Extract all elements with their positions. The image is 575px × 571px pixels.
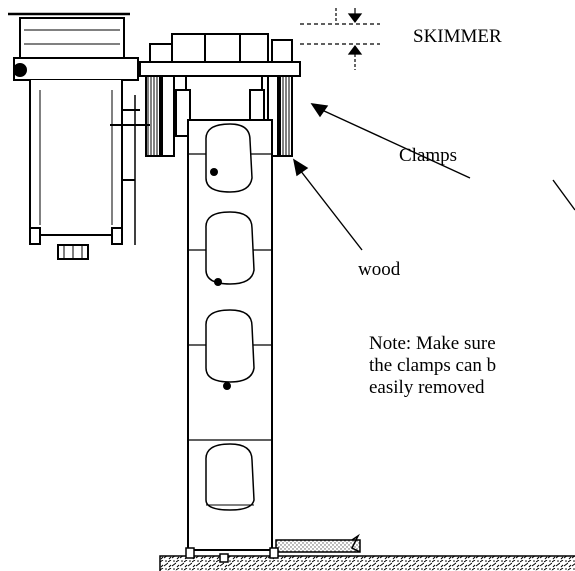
skimmer-body bbox=[8, 12, 150, 260]
clamps-label: Clamps bbox=[399, 145, 458, 166]
pointer-arrows bbox=[292, 103, 575, 251]
pivot-dots bbox=[210, 168, 231, 390]
block-openings bbox=[205, 123, 255, 511]
note-line-1: Note: Make sure bbox=[369, 333, 496, 354]
wood-label: wood bbox=[358, 259, 401, 280]
base-slab bbox=[159, 533, 575, 571]
note-line-3: easily removed bbox=[369, 377, 485, 398]
dimension-marks bbox=[300, 8, 380, 70]
clamp-assembly bbox=[139, 33, 301, 157]
note-line-2: the clamps can b bbox=[369, 355, 497, 376]
skimmer-label: SKIMMER bbox=[413, 26, 502, 47]
note-text: Note: Make sure the clamps can b easily … bbox=[369, 333, 496, 399]
